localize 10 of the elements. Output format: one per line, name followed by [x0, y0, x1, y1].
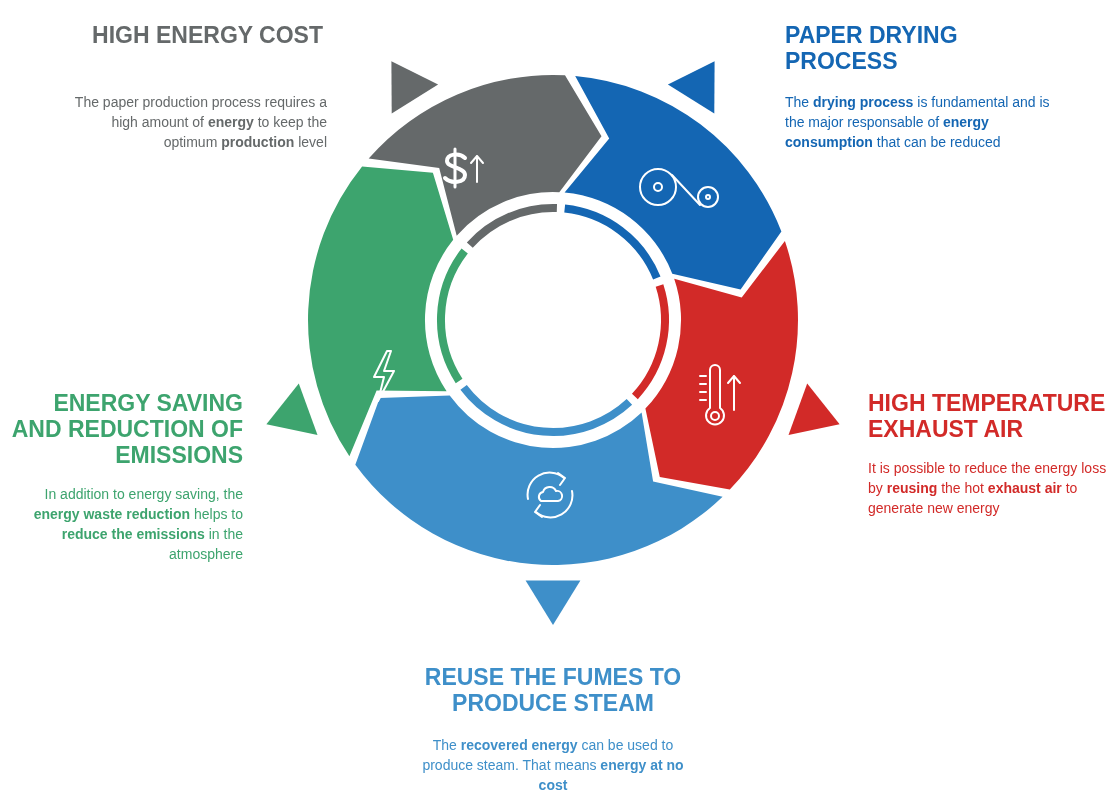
step-heading: HIGH ENERGY COST [91, 22, 323, 48]
step-description: In addition to energy saving, the energy waste reduction helps to reduce the emissions in the atmosphere [32, 485, 243, 564]
step-heading: ENERGY SAVING AND REDUCTION OF EMISSIONS [10, 390, 243, 468]
step-heading: HIGH TEMPERATURE EXHAUST AIR [868, 390, 1107, 442]
step-heading: REUSE THE FUMES TO PRODUCE STEAM [423, 664, 683, 716]
step-heading: PAPER DRYING PROCESS [785, 22, 959, 74]
step-description: The drying process is fundamental and is the major responsable of energy consumption that can be reduced [785, 93, 1051, 152]
step-description: It is possible to reduce the energy loss by reusing the hot exhaust air to generate new energy [868, 459, 1108, 518]
step-description: The recovered energy can be used to produce steam. That means energy at no cost [421, 736, 685, 795]
step-description: The paper production process requires a high amount of energy to keep the optimum production level [73, 93, 327, 152]
